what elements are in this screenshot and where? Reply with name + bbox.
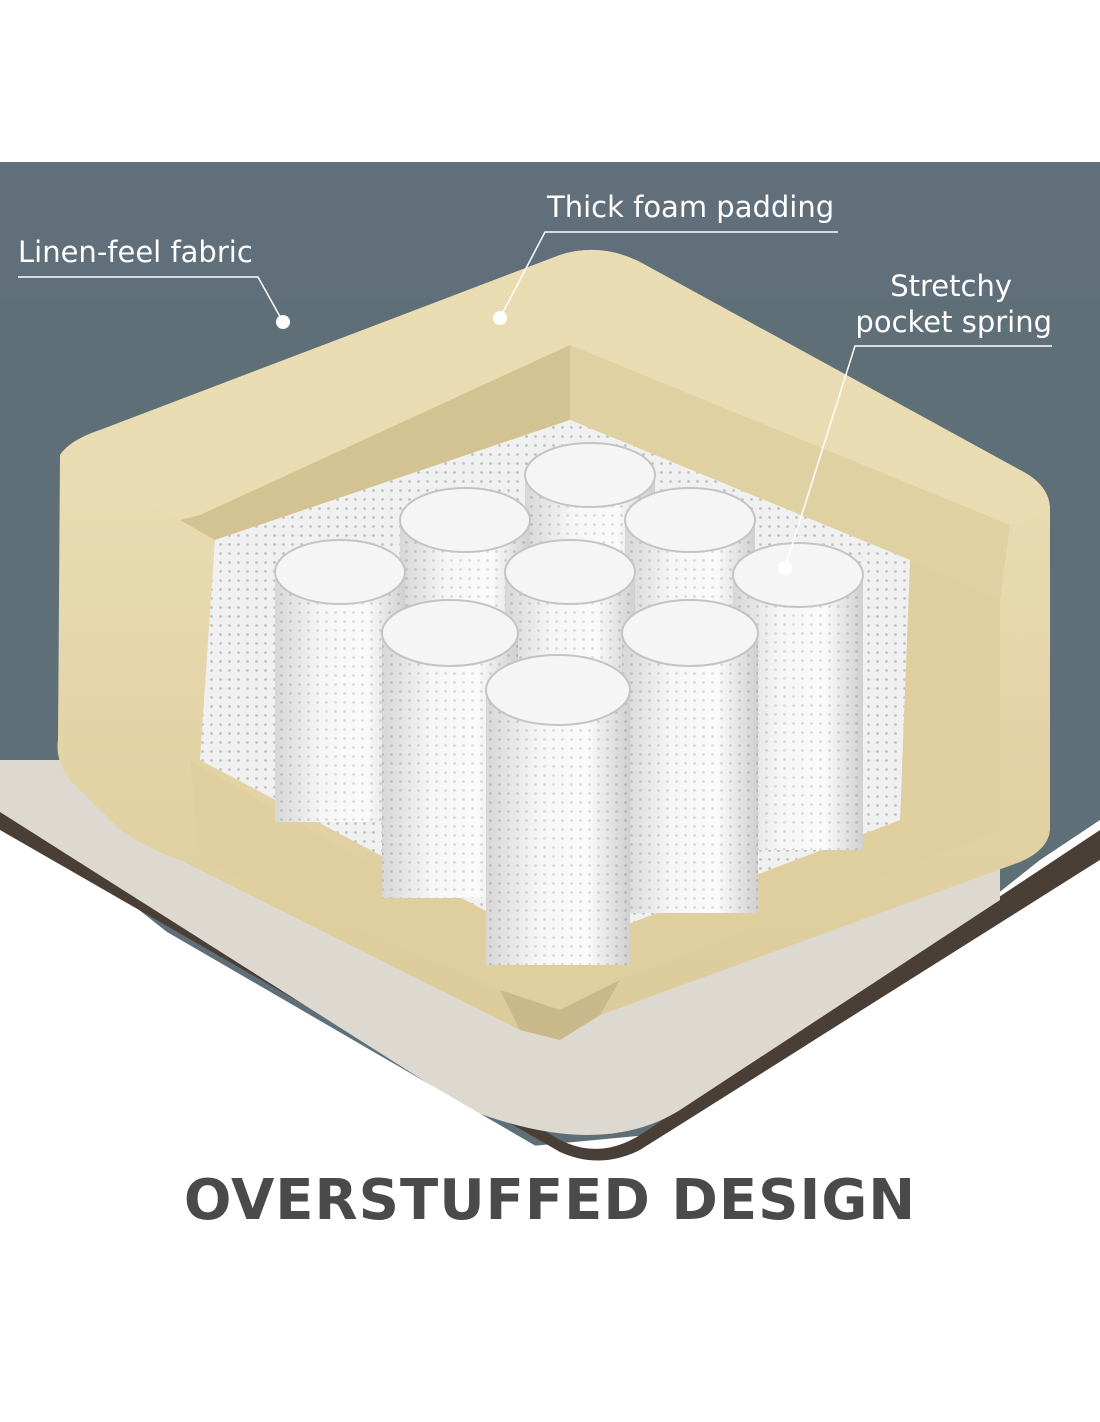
callout-spring-label-1: Stretchy	[890, 269, 1012, 303]
headline: OVERSTUFFED DESIGN	[0, 1168, 1100, 1233]
callout-spring-label-2: pocket spring	[855, 305, 1052, 339]
callout-foam-label: Thick foam padding	[546, 190, 834, 224]
callout-fabric-label: Linen-feel fabric	[18, 235, 253, 269]
